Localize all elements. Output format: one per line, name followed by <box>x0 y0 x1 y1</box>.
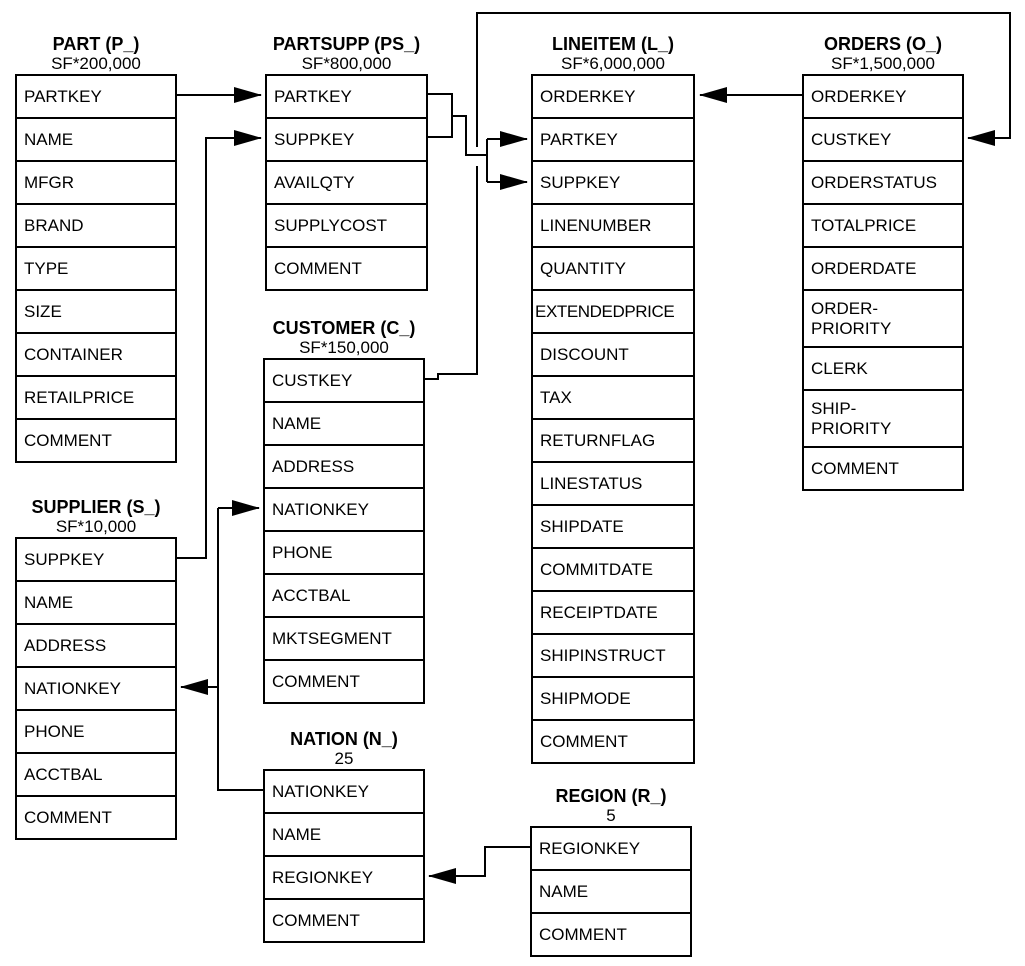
field-lineitem-comment: COMMENT <box>531 719 695 764</box>
field-customer-mktsegment: MKTSEGMENT <box>263 616 425 661</box>
field-part-comment: COMMENT <box>15 418 177 463</box>
field-supplier-address: ADDRESS <box>15 623 177 668</box>
fk-partsupp-lineitem-arrow <box>428 93 528 190</box>
field-orders-ship-priority: SHIP- PRIORITY <box>802 389 964 448</box>
table-part-cardinality: SF*200,000 <box>51 54 141 73</box>
field-customer-acctbal: ACCTBAL <box>263 573 425 618</box>
field-supplier-suppkey: SUPPKEY <box>15 537 177 582</box>
field-supplier-acctbal: ACCTBAL <box>15 752 177 797</box>
field-region-comment: COMMENT <box>530 912 692 957</box>
table-nation-cardinality: 25 <box>334 749 354 768</box>
field-supplier-nationkey: NATIONKEY <box>15 666 177 711</box>
table-region-cardinality: 5 <box>606 806 616 825</box>
table-lineitem-title: LINEITEM (L_) <box>552 34 674 54</box>
field-part-size: SIZE <box>15 289 177 334</box>
field-lineitem-suppkey: SUPPKEY <box>531 160 695 205</box>
table-partsupp-cardinality: SF*800,000 <box>301 54 392 73</box>
field-lineitem-extendedprice: EXTENDEDPRICE <box>531 289 695 334</box>
field-lineitem-receiptdate: RECEIPTDATE <box>531 590 695 635</box>
field-supplier-comment: COMMENT <box>15 795 177 840</box>
field-lineitem-quantity: QUANTITY <box>531 246 695 291</box>
field-customer-comment: COMMENT <box>263 659 425 704</box>
field-orders-orderdate: ORDERDATE <box>802 246 964 291</box>
field-lineitem-shipmode: SHIPMODE <box>531 676 695 721</box>
field-partsupp-supplycost: SUPPLYCOST <box>265 203 428 248</box>
field-lineitem-discount: DISCOUNT <box>531 332 695 377</box>
field-lineitem-returnflag: RETURNFLAG <box>531 418 695 463</box>
field-part-name: NAME <box>15 117 177 162</box>
field-orders-custkey: CUSTKEY <box>802 117 964 162</box>
field-part-brand: BRAND <box>15 203 177 248</box>
fk-supplier-partsupp-arrow <box>177 130 262 559</box>
field-lineitem-linenumber: LINENUMBER <box>531 203 695 248</box>
table-orders-title: ORDERS (O_) <box>823 34 942 54</box>
field-orders-clerk: CLERK <box>802 346 964 391</box>
field-customer-custkey: CUSTKEY <box>263 358 425 403</box>
field-customer-nationkey: NATIONKEY <box>263 487 425 532</box>
field-customer-address: ADDRESS <box>263 444 425 489</box>
table-orders-cardinality: SF*1,500,000 <box>831 54 935 73</box>
field-partsupp-suppkey: SUPPKEY <box>265 117 428 162</box>
field-supplier-phone: PHONE <box>15 709 177 754</box>
field-lineitem-shipdate: SHIPDATE <box>531 504 695 549</box>
field-partsupp-partkey: PARTKEY <box>265 74 428 119</box>
field-lineitem-tax: TAX <box>531 375 695 420</box>
field-nation-name: NAME <box>263 812 425 857</box>
table-supplier-cardinality: SF*10,000 <box>55 517 137 536</box>
table-region-title: REGION (R_) <box>555 786 667 806</box>
field-lineitem-linestatus: LINESTATUS <box>531 461 695 506</box>
table-lineitem-cardinality: SF*6,000,000 <box>561 54 665 73</box>
field-region-name: NAME <box>530 869 692 914</box>
field-orders-comment: COMMENT <box>802 446 964 491</box>
fk-nation-customer-supplier-arrow <box>180 500 263 791</box>
field-nation-nationkey: NATIONKEY <box>263 769 425 814</box>
field-lineitem-shipinstruct: SHIPINSTRUCT <box>531 633 695 678</box>
fk-region-nation-arrow <box>428 846 530 884</box>
field-partsupp-comment: COMMENT <box>265 246 428 291</box>
field-supplier-name: NAME <box>15 580 177 625</box>
field-part-retailprice: RETAILPRICE <box>15 375 177 420</box>
field-part-mfgr: MFGR <box>15 160 177 205</box>
field-lineitem-orderkey: ORDERKEY <box>531 74 695 119</box>
field-part-partkey: PARTKEY <box>15 74 177 119</box>
field-orders-orderstatus: ORDERSTATUS <box>802 160 964 205</box>
field-customer-phone: PHONE <box>263 530 425 575</box>
table-partsupp-title: PARTSUPP (PS_) <box>272 34 421 54</box>
field-nation-comment: COMMENT <box>263 898 425 943</box>
table-nation-title: NATION (N_) <box>290 729 398 749</box>
table-part-title: PART (P_) <box>52 34 140 54</box>
field-lineitem-commitdate: COMMITDATE <box>531 547 695 592</box>
field-region-regionkey: REGIONKEY <box>530 826 692 871</box>
field-customer-name: NAME <box>263 401 425 446</box>
table-customer-title: CUSTOMER (C_) <box>272 318 416 338</box>
field-part-type: TYPE <box>15 246 177 291</box>
table-customer-cardinality: SF*150,000 <box>299 338 389 357</box>
field-orders-order-priority: ORDER- PRIORITY <box>802 289 964 348</box>
field-orders-totalprice: TOTALPRICE <box>802 203 964 248</box>
field-partsupp-availqty: AVAILQTY <box>265 160 428 205</box>
table-supplier-title: SUPPLIER (S_) <box>31 497 161 517</box>
field-orders-orderkey: ORDERKEY <box>802 74 964 119</box>
field-nation-regionkey: REGIONKEY <box>263 855 425 900</box>
field-part-container: CONTAINER <box>15 332 177 377</box>
field-lineitem-partkey: PARTKEY <box>531 117 695 162</box>
